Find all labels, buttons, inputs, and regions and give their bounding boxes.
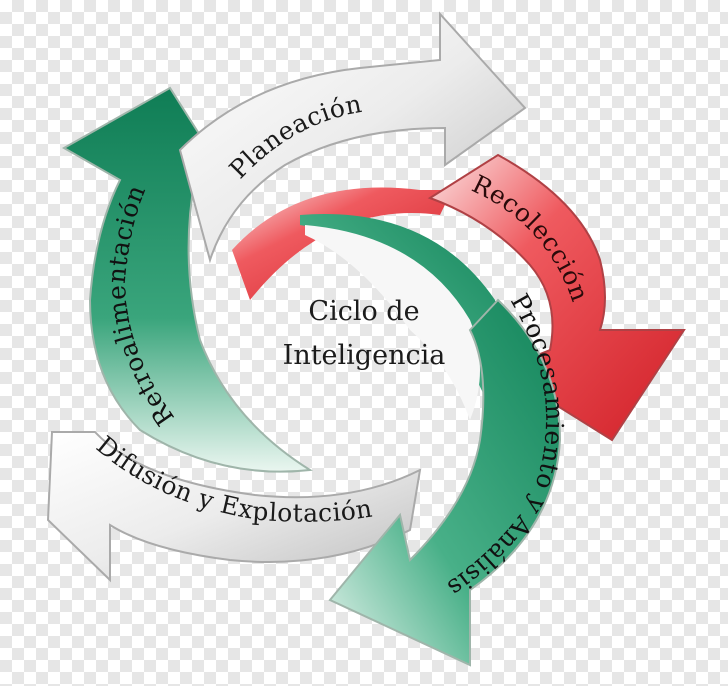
inner-white-swirl [305,225,480,420]
arrow-recoleccion [427,153,686,442]
arrow-procesamiento [328,298,562,667]
center-title-line1: Ciclo de [308,296,420,327]
center-title-line2: Inteligencia [282,340,446,371]
arrow-difusion [46,431,422,583]
arrow-retroalimentacion [61,86,313,473]
inner-green-swirl [300,214,508,420]
arrow-planeacion [178,11,527,264]
inner-red-swirl [232,187,452,300]
